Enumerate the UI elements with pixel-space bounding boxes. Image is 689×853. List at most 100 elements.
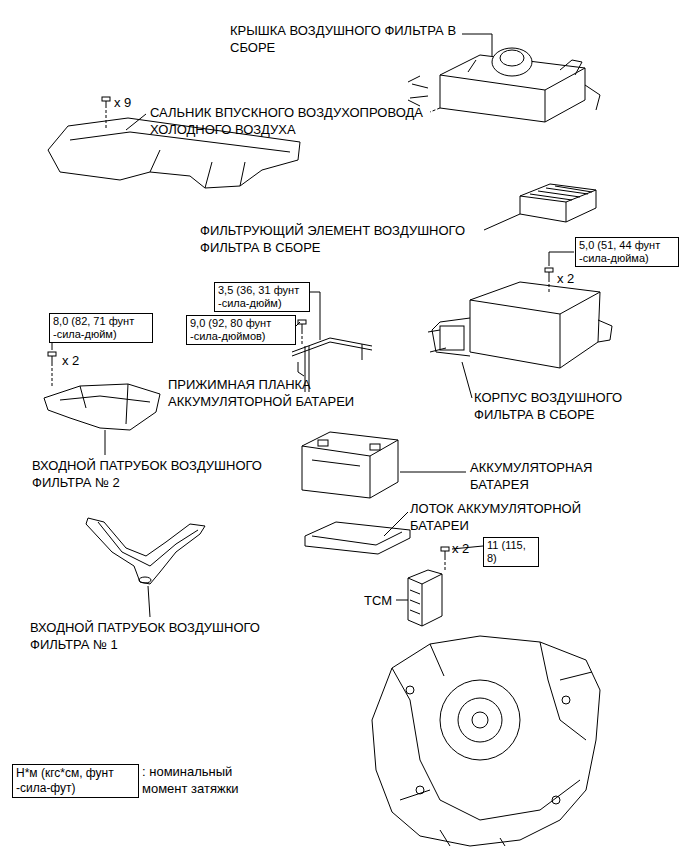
leader-line [396, 600, 408, 601]
part-label: ВХОДНОЙ ПАТРУБОК ВОЗДУШНОГО ФИЛЬТРА № 2 [32, 457, 280, 491]
bolt-symbol [48, 352, 56, 356]
cold-air-seal [150, 150, 245, 188]
air-filter-element [520, 190, 596, 222]
intake-pipe-1 [86, 518, 205, 584]
tcm-module [408, 570, 442, 626]
air-cleaner-cap [408, 76, 420, 106]
air-cleaner-cap [500, 50, 524, 66]
leader-line [126, 114, 146, 130]
leader-line [148, 586, 150, 617]
bolt-symbol [545, 268, 553, 272]
transaxle [440, 680, 520, 760]
tcm-module [408, 570, 442, 626]
part-label: ПРИЖИМНАЯ ПЛАНКА АККУМУЛЯТОРНОЙ БАТАРЕИ [168, 376, 368, 410]
part-label: ЛОТОК АККУМУЛЯТОРНОЙ БАТАРЕИ [410, 500, 615, 534]
torque-box: 8,0 (82, 71 фунт -сила-дюйм) [49, 313, 153, 343]
battery [302, 440, 398, 498]
bolt-symbol [445, 562, 446, 572]
leader-line [105, 430, 106, 455]
bolt-symbol [441, 547, 449, 551]
air-filter-element [530, 186, 592, 200]
part-label: АККУМУЛЯТОРНАЯ БАТАРЕЯ [470, 459, 615, 493]
bolt-symbol [298, 320, 306, 344]
torque-value: 9,0 (92, 80 фунт -сила-дюймов) [190, 317, 292, 343]
bolt-symbol [441, 547, 449, 572]
battery [302, 432, 398, 498]
transaxle [372, 636, 600, 846]
torque-box: 11 (115, 8) [483, 537, 539, 567]
air-cleaner-cap [408, 48, 600, 122]
leader-line [384, 512, 408, 536]
battery [370, 444, 380, 450]
air-cleaner-cap [492, 48, 532, 76]
transaxle [472, 712, 488, 728]
legend-text: : номинальный момент затяжки [142, 763, 254, 797]
intake-pipe-2 [60, 384, 150, 424]
air-cleaner-case [598, 320, 612, 342]
battery-tray [312, 532, 402, 545]
leader-line [298, 362, 304, 376]
intake-pipe-1 [86, 518, 205, 584]
transaxle [406, 686, 414, 694]
torque-value: 11 (115, 8) [487, 539, 535, 565]
intake-pipe-2 [44, 384, 160, 430]
bolt-symbol [302, 336, 303, 344]
tcm-module [410, 590, 420, 614]
transaxle [372, 636, 600, 846]
part-label: ФИЛЬТРУЮЩИЙ ЭЛЕМЕНТ ВОЗДУШНОГО ФИЛЬТРА В… [200, 222, 488, 256]
bolt-symbol [302, 324, 303, 334]
torque-box: 5,0 (51, 44 фунт -сила-дюйма) [575, 237, 679, 267]
tcm-module [408, 574, 442, 626]
air-cleaner-case [428, 282, 612, 368]
leader-line [462, 362, 472, 398]
torque-box: 3,5 (36, 31 фунт -сила-дюйм) [214, 282, 310, 312]
part-label: КОРПУС ВОЗДУШНОГО ФИЛЬТРА В СБОРЕ [474, 389, 666, 423]
battery [318, 440, 328, 446]
transaxle [392, 668, 580, 820]
air-filter-element [520, 184, 596, 222]
leader-line [484, 214, 520, 230]
part-label: x 2 [557, 270, 574, 287]
bolt-symbol [102, 97, 110, 101]
air-cleaner-case [470, 292, 600, 368]
transaxle [416, 786, 424, 794]
part-label: x 2 [452, 540, 469, 557]
air-cleaner-cap [410, 60, 476, 98]
legend-box: Н*м (кгс*см, фунт -сила-фут) [12, 764, 139, 798]
battery [312, 460, 360, 466]
leader-line [52, 34, 574, 617]
bolt-symbol [102, 97, 110, 128]
battery-clamp [292, 338, 372, 356]
transaxle [400, 644, 592, 800]
torque-value: 8,0 (82, 71 фунт -сила-дюйм) [53, 315, 149, 341]
bolt-symbol [545, 268, 553, 292]
air-cleaner-case [428, 330, 446, 352]
battery [302, 432, 398, 498]
intake-pipe-1 [98, 522, 198, 566]
battery-tray [305, 522, 410, 554]
bolt-symbol [106, 101, 107, 108]
air-cleaner-cap [430, 108, 440, 112]
air-cleaner-case [470, 282, 600, 368]
bolt-symbol [549, 284, 550, 292]
transaxle [440, 830, 505, 846]
part-label: САЛЬНИК ВПУСКНОГО ВОЗДУХОПРОВОДА ХОЛОДНО… [150, 104, 434, 138]
torque-value: 3,5 (36, 31 фунт -сила-дюйм) [218, 284, 306, 310]
part-label: TCM [364, 592, 392, 609]
bolt-symbol [52, 368, 53, 386]
leader-line [462, 34, 492, 56]
air-cleaner-cap [585, 85, 600, 110]
torque-value: Н*м (кгс*см, фунт -сила-фут) [16, 766, 135, 796]
air-cleaner-cap [560, 60, 582, 75]
leader-line [400, 472, 466, 473]
transaxle [562, 696, 570, 704]
part-label: ВХОДНОЙ ПАТРУБОК ВОЗДУШНОГО ФИЛЬТРА № 1 [30, 619, 278, 653]
bolt-symbol [106, 110, 107, 128]
bolt-symbol [549, 272, 550, 282]
intake-pipe-1 [139, 577, 151, 583]
battery-clamp [362, 344, 363, 360]
battery-tray [305, 522, 410, 554]
bolt-symbol [445, 551, 446, 560]
